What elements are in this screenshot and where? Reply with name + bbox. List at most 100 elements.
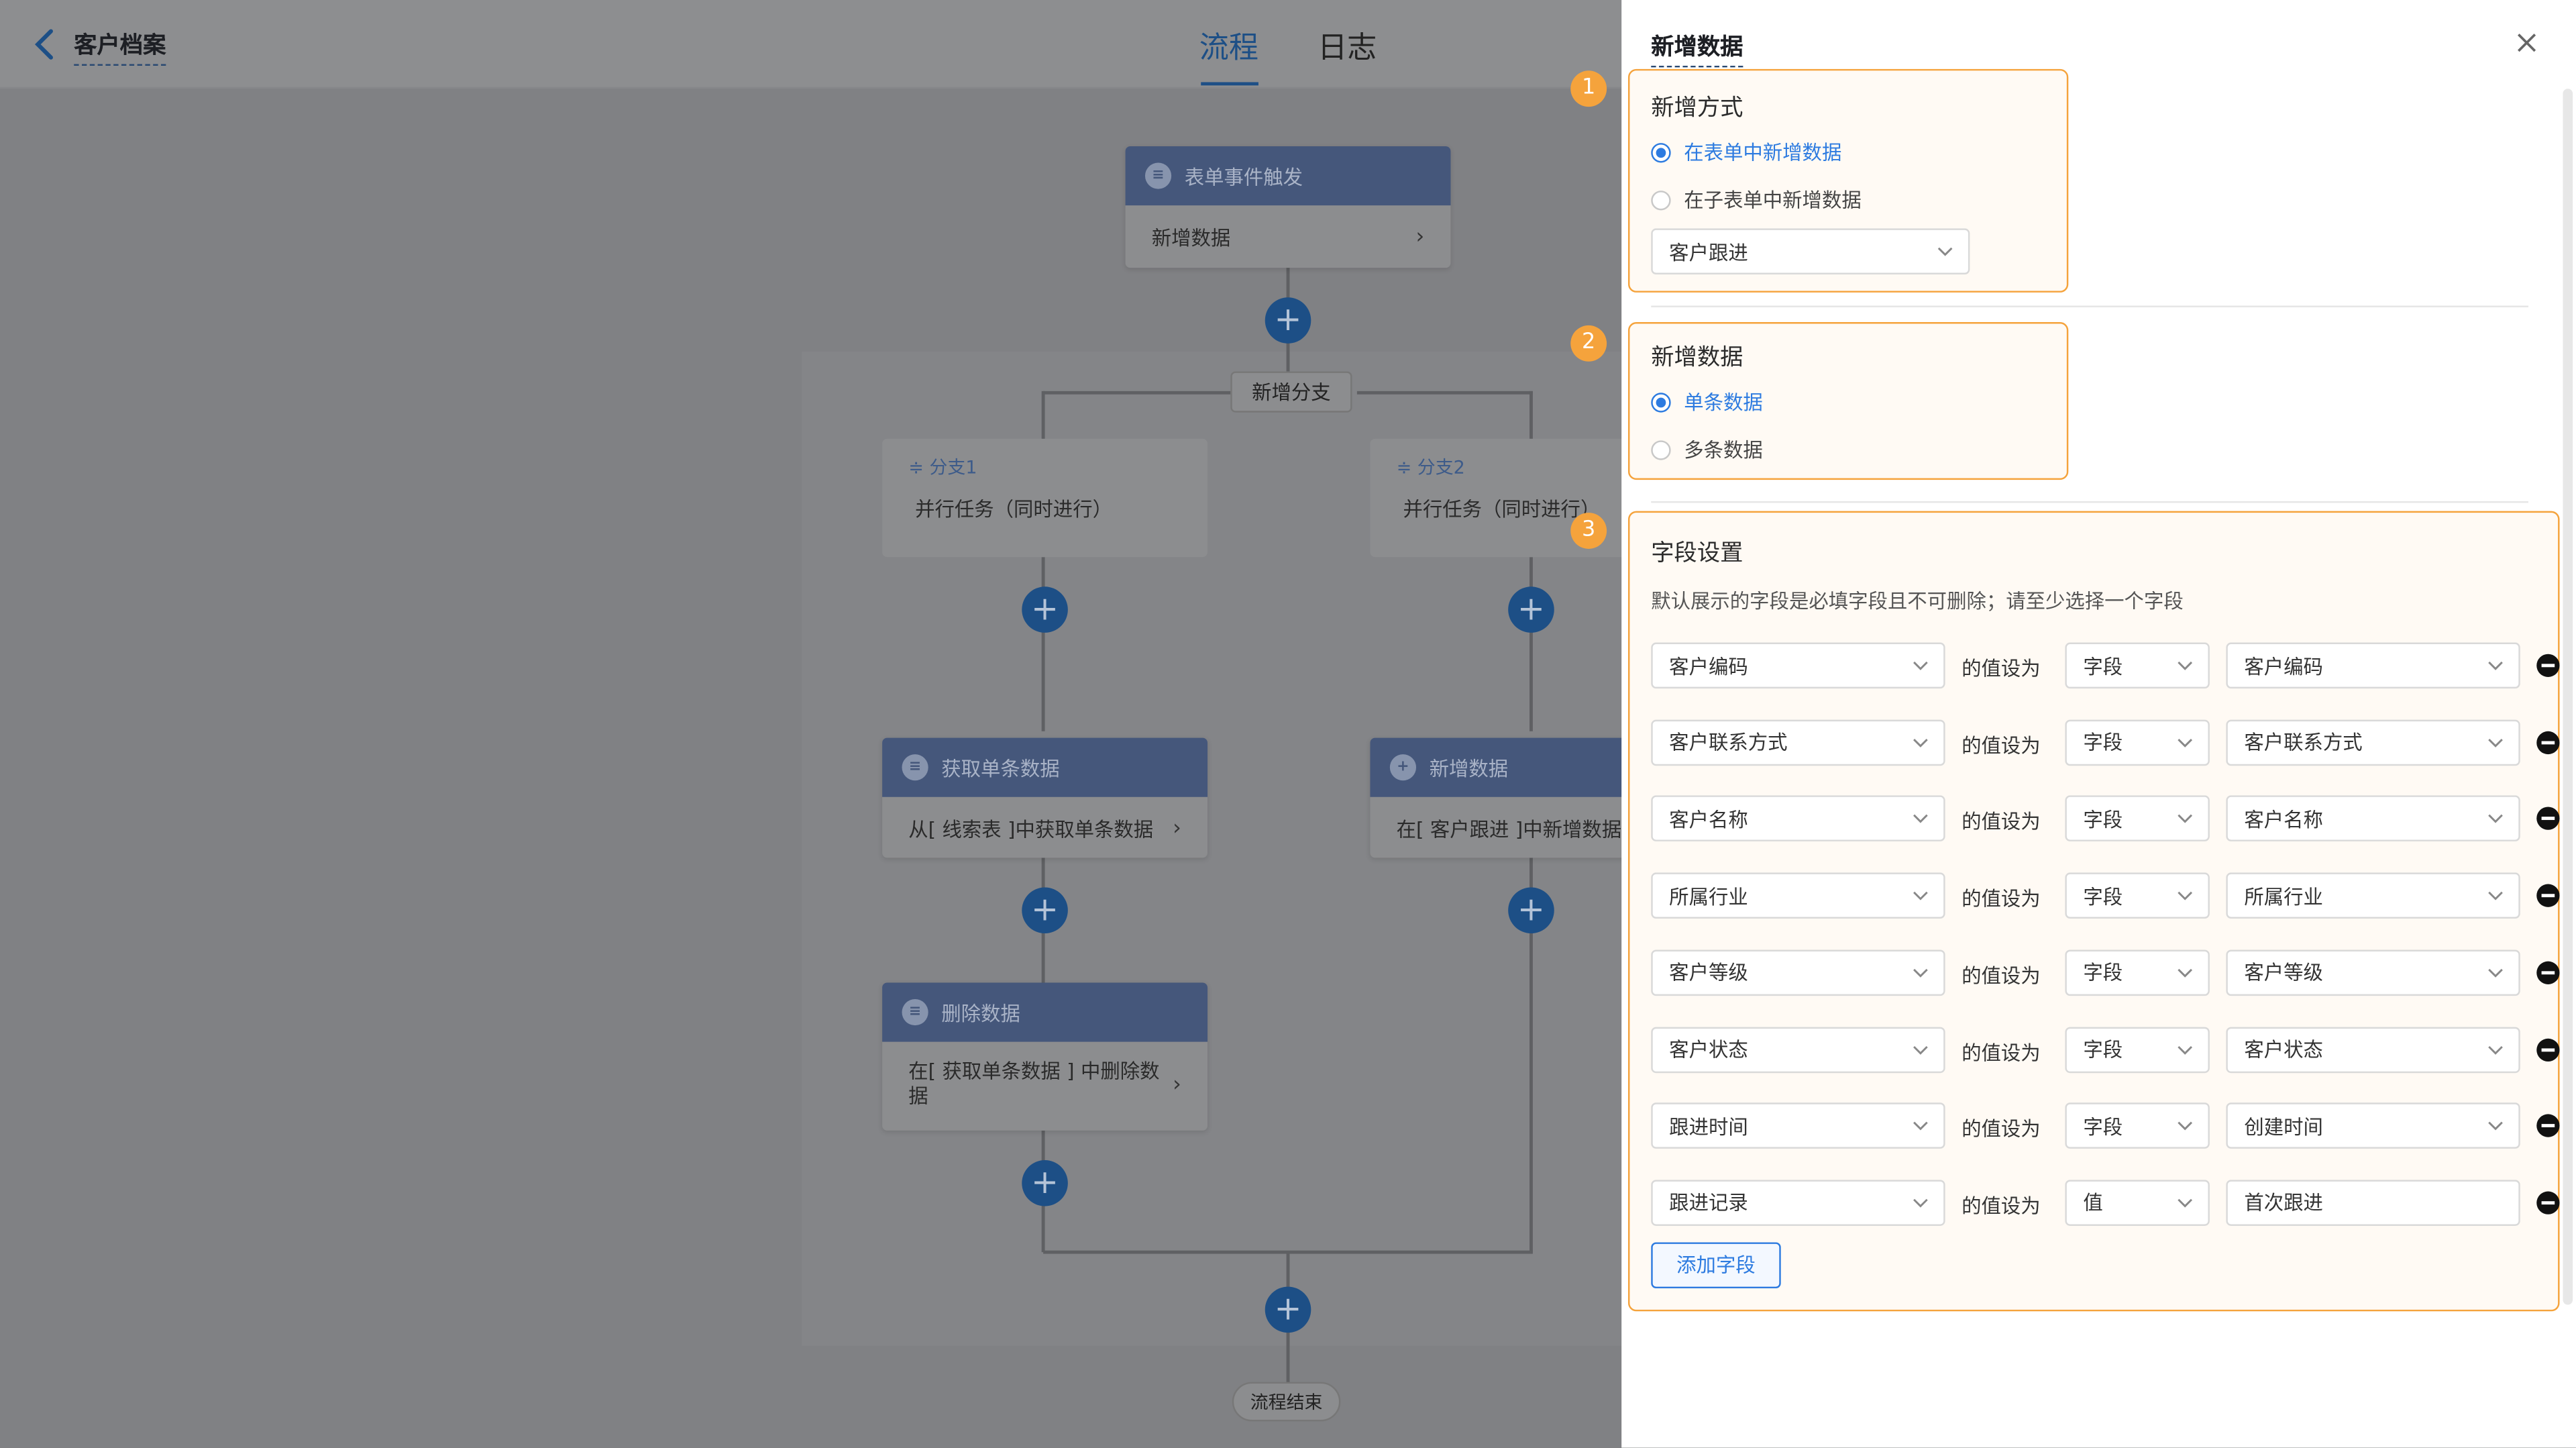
add-node-button[interactable]: +: [1508, 586, 1554, 633]
page-title: 客户档案: [74, 28, 166, 66]
connector: [1529, 858, 1533, 1253]
chevron-down-icon: [2178, 1198, 2193, 1208]
scrollbar[interactable]: [2563, 89, 2573, 1305]
radio-add-in-subform[interactable]: 在子表单中新增数据: [1651, 186, 1862, 214]
set-value-label: 的值设为: [1962, 1194, 2041, 1218]
remove-field-icon[interactable]: [2536, 1037, 2560, 1061]
field-name-select[interactable]: 客户名称: [1651, 796, 1945, 842]
chevron-right-icon: ›: [1173, 1072, 1181, 1097]
connector: [1043, 391, 1231, 395]
add-node-button[interactable]: +: [1022, 586, 1068, 633]
trigger-node[interactable]: ≡表单事件触发 新增数据›: [1125, 146, 1451, 268]
source-field-select[interactable]: 创建时间: [2226, 1102, 2520, 1149]
chevron-down-icon: [1937, 247, 1953, 256]
radio-add-in-form[interactable]: 在表单中新增数据: [1651, 138, 1841, 166]
value-input[interactable]: 首次跟进: [2226, 1180, 2520, 1226]
section-add-data-type: [1627, 322, 2069, 480]
close-icon[interactable]: [2514, 30, 2540, 56]
value-type-select[interactable]: 字段: [2065, 1026, 2210, 1072]
step-badge: 1: [1570, 70, 1607, 107]
branch-card-1[interactable]: ≑ 分支1 并行任务（同时进行）: [882, 438, 1208, 558]
delete-node[interactable]: ≡删除数据 在[ 获取单条数据 ] 中删除数据›: [882, 982, 1208, 1131]
data-icon: ≡: [902, 998, 928, 1026]
add-node-button[interactable]: +: [1022, 887, 1068, 934]
value-type-select[interactable]: 字段: [2065, 642, 2210, 689]
section-title: 字段设置: [1651, 540, 1743, 567]
connector: [1529, 557, 1533, 731]
tab-flow[interactable]: 流程: [1199, 31, 1258, 66]
chevron-down-icon: [1913, 815, 1928, 824]
field-name-select[interactable]: 客户编码: [1651, 642, 1945, 689]
back-arrow-icon[interactable]: [30, 26, 59, 62]
form-icon: ≡: [1144, 162, 1172, 189]
source-field-select[interactable]: 客户等级: [2226, 949, 2520, 996]
add-field-button[interactable]: 添加字段: [1651, 1242, 1781, 1289]
chevron-down-icon: [2488, 1045, 2503, 1054]
remove-field-icon[interactable]: [2536, 884, 2560, 908]
chevron-down-icon: [2178, 891, 2193, 900]
node-body-text: 在[ 获取单条数据 ] 中删除数据: [908, 1059, 1160, 1108]
node-title: 获取单条数据: [941, 756, 1060, 780]
chevron-down-icon: [1913, 968, 1928, 978]
divider: [1651, 305, 2529, 307]
chevron-down-icon: [1913, 1122, 1928, 1131]
chevron-down-icon: [2488, 891, 2503, 900]
source-field-select[interactable]: 客户联系方式: [2226, 719, 2520, 766]
chevron-down-icon: [2178, 1122, 2193, 1131]
remove-field-icon[interactable]: [2536, 1114, 2560, 1138]
tab-log[interactable]: 日志: [1318, 31, 1377, 66]
chevron-right-icon: ›: [1173, 815, 1181, 841]
form-select[interactable]: 客户跟进: [1651, 228, 1970, 274]
chevron-right-icon: ›: [1415, 224, 1425, 250]
source-field-select[interactable]: 客户状态: [2226, 1026, 2520, 1072]
radio-multiple-data[interactable]: 多条数据: [1651, 435, 1763, 464]
chevron-down-icon: [2178, 1045, 2193, 1054]
chevron-down-icon: [2178, 968, 2193, 978]
connector: [1356, 391, 1533, 395]
set-value-label: 的值设为: [1962, 1117, 2041, 1141]
chevron-down-icon: [2488, 968, 2503, 978]
set-value-label: 的值设为: [1962, 1041, 2041, 1064]
add-branch-button[interactable]: 新增分支: [1230, 371, 1352, 413]
radio-single-data[interactable]: 单条数据: [1651, 388, 1763, 416]
set-value-label: 的值设为: [1962, 887, 2041, 911]
source-field-select[interactable]: 所属行业: [2226, 872, 2520, 919]
remove-field-icon[interactable]: [2536, 961, 2560, 984]
add-node-button[interactable]: +: [1265, 1286, 1311, 1333]
plus-circle-icon: +: [1389, 754, 1417, 781]
add-node-button[interactable]: +: [1508, 887, 1554, 934]
set-value-label: 的值设为: [1962, 733, 2041, 758]
remove-field-icon[interactable]: [2536, 1191, 2560, 1214]
remove-field-icon[interactable]: [2536, 807, 2560, 831]
value-type-select[interactable]: 字段: [2065, 719, 2210, 766]
divider: [1651, 501, 2529, 503]
add-node-button[interactable]: +: [1022, 1159, 1068, 1206]
step-badge: 3: [1570, 513, 1607, 549]
value-type-select[interactable]: 字段: [2065, 1102, 2210, 1149]
source-field-select[interactable]: 客户名称: [2226, 796, 2520, 842]
field-name-select[interactable]: 客户等级: [1651, 949, 1945, 996]
chevron-down-icon: [2178, 661, 2193, 670]
chevron-down-icon: [2178, 815, 2193, 824]
field-name-select[interactable]: 跟进时间: [1651, 1102, 1945, 1149]
field-name-select[interactable]: 跟进记录: [1651, 1180, 1945, 1226]
value-type-select[interactable]: 值: [2065, 1180, 2210, 1226]
data-icon: ≡: [902, 754, 928, 781]
remove-field-icon[interactable]: [2536, 731, 2560, 754]
connector: [1041, 391, 1045, 441]
field-name-select[interactable]: 客户联系方式: [1651, 719, 1945, 766]
chevron-down-icon: [1913, 1045, 1928, 1054]
get-single-node[interactable]: ≡ 获取单条数据 从[ 线索表 ]中获取单条数据 ›: [882, 737, 1208, 858]
node-body-text: 从[ 线索表 ]中获取单条数据: [908, 817, 1154, 841]
field-name-select[interactable]: 所属行业: [1651, 872, 1945, 919]
active-tab-indicator: [1201, 82, 1258, 86]
chevron-down-icon: [1913, 738, 1928, 747]
remove-field-icon[interactable]: [2536, 654, 2560, 677]
add-node-button[interactable]: +: [1265, 297, 1311, 344]
value-type-select[interactable]: 字段: [2065, 949, 2210, 996]
set-value-label: 的值设为: [1962, 657, 2041, 680]
field-name-select[interactable]: 客户状态: [1651, 1026, 1945, 1072]
value-type-select[interactable]: 字段: [2065, 796, 2210, 842]
source-field-select[interactable]: 客户编码: [2226, 642, 2520, 689]
value-type-select[interactable]: 字段: [2065, 872, 2210, 919]
